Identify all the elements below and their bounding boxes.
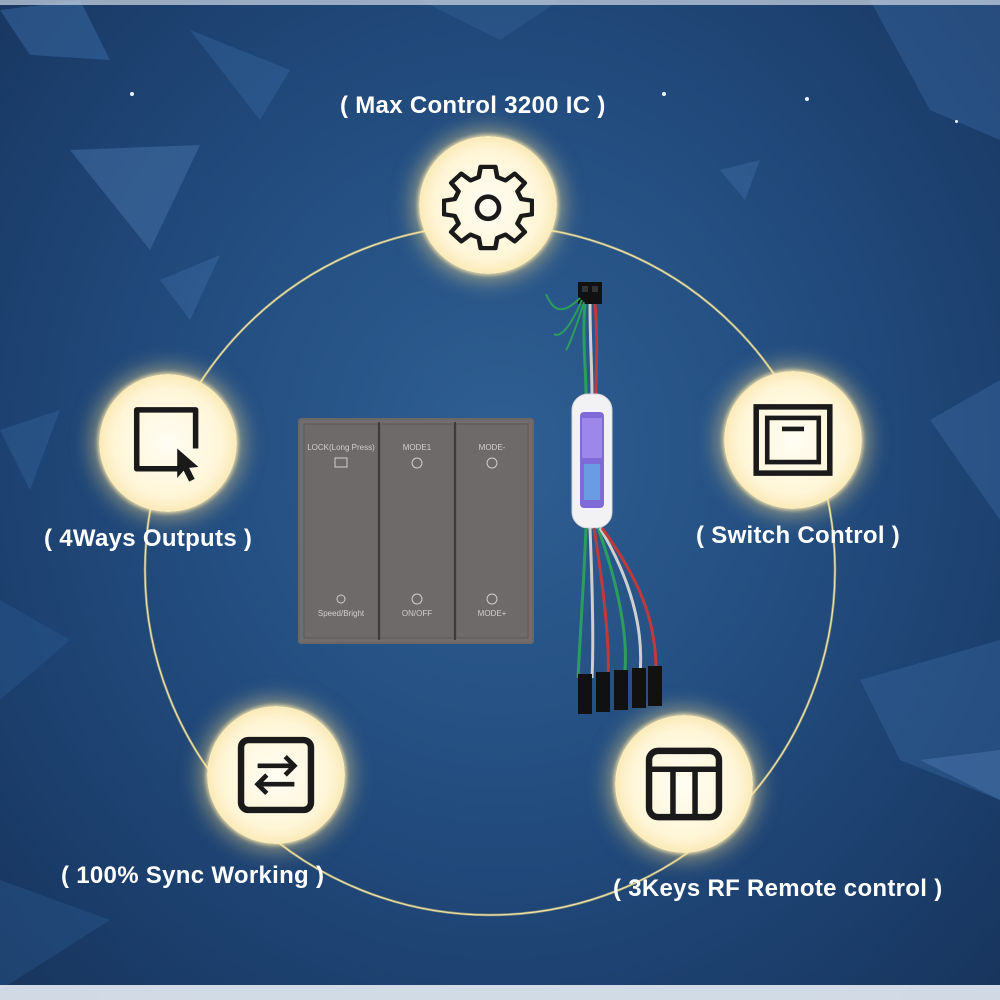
cursor-box-icon [133,407,199,482]
mode-plus-icon [486,593,498,605]
four-ways-bubble [99,374,237,512]
max-control-label: ( Max Control 3200 IC ) [340,92,606,119]
sync-working-bubble [207,706,345,844]
wall-panel: LOCK(Long Press) MODE1 MODE- Speed/Brigh… [298,418,534,644]
star [130,92,134,96]
key-2-bottom-label: ON/OFF [402,609,432,618]
gear-icon [442,164,534,251]
switch-control-label: ( Switch Control ) [696,522,901,549]
sync-working-label: ( 100% Sync Working ) [61,862,325,889]
switch-control-bubble [724,371,862,509]
key-1-top-label: LOCK(Long Press) [307,443,375,452]
four-ways-label: ( 4Ways Outputs ) [44,525,253,552]
sync-arrows-icon [237,736,315,814]
lock-icon [334,457,348,468]
star [662,92,666,96]
brightness-icon [336,594,346,604]
key-2-top-label: MODE1 [403,443,432,452]
rf-remote-label: ( 3Keys RF Remote control ) [613,875,943,902]
key-3-top-label: MODE- [479,443,506,452]
key-1-bottom-label: Speed/Bright [318,609,365,618]
power-icon [411,593,423,605]
three-keys-icon [645,747,723,821]
switch-panel-icon [753,404,833,476]
rf-remote-bubble [615,715,753,853]
mode-minus-icon [486,457,498,469]
star [955,120,958,123]
controller-module [545,282,662,714]
mode-icon [411,457,423,469]
max-control-bubble [419,136,557,274]
star [805,97,809,101]
key-3-bottom-label: MODE+ [478,609,507,618]
